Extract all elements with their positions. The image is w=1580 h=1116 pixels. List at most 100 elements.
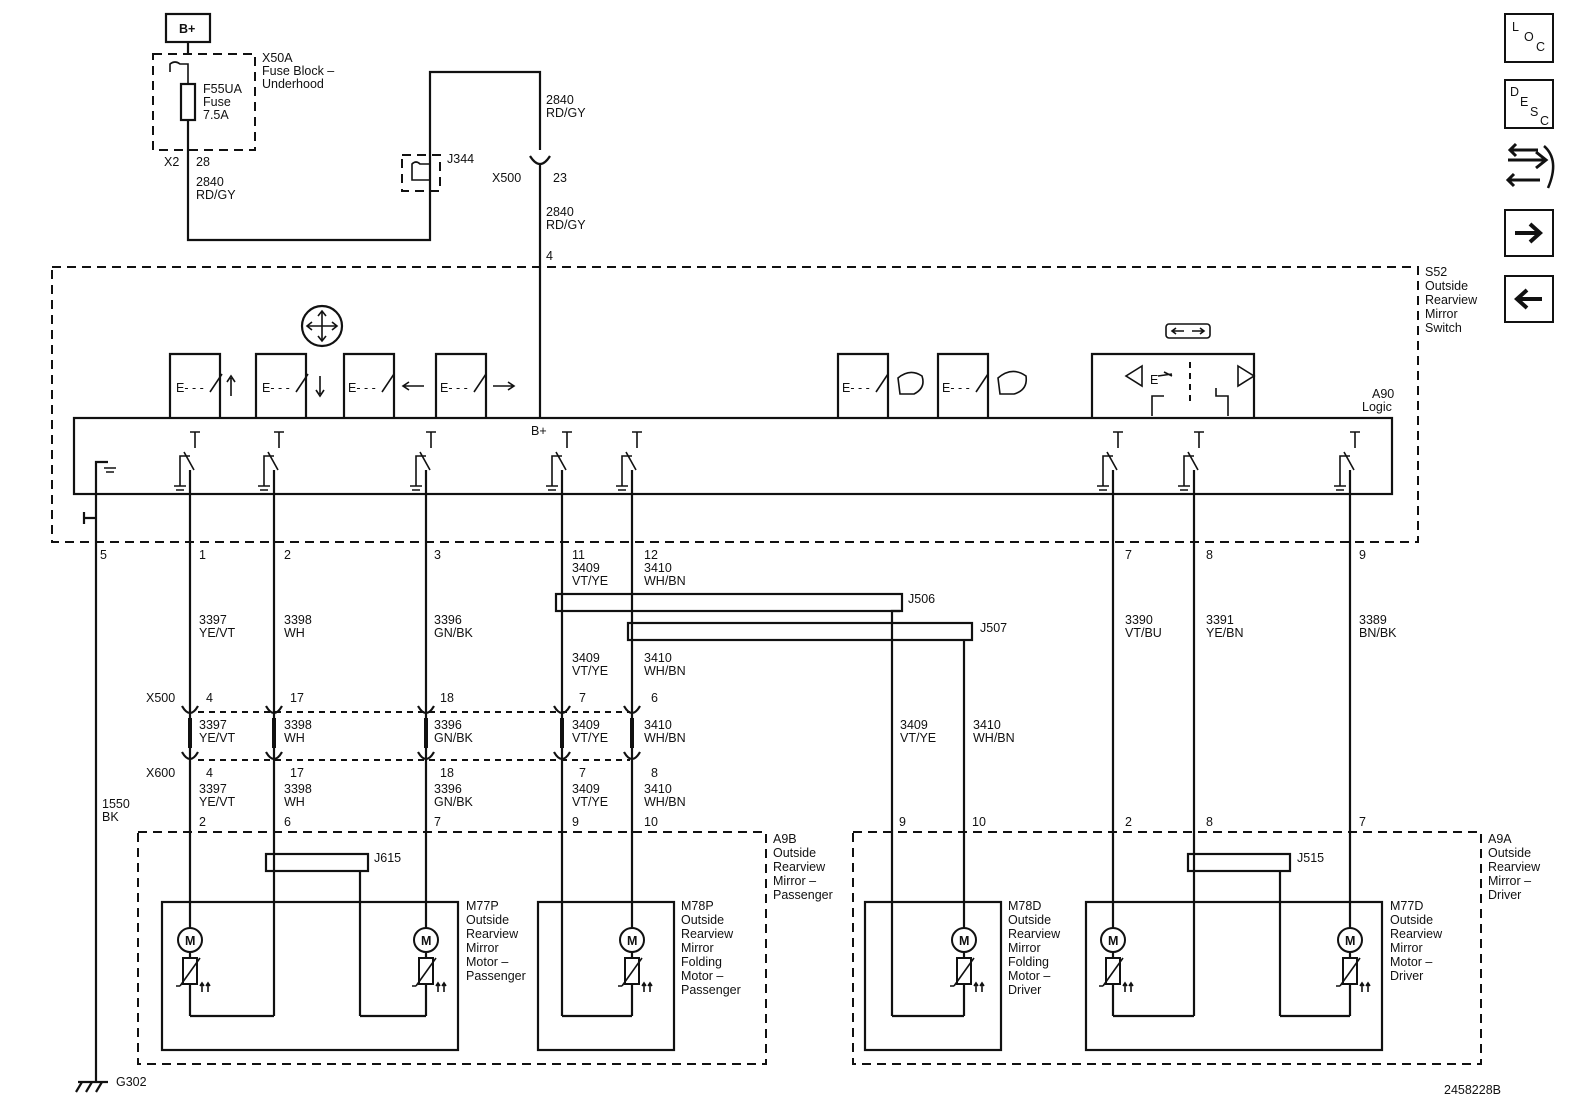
x500-pin-17: 17	[290, 691, 304, 705]
position-sensor-slash-3	[950, 957, 975, 987]
switch-pin-9: 9	[1359, 548, 1366, 562]
wire-3390-circuit: 3390	[1125, 613, 1153, 627]
wire-3391-circuit: 3391	[1206, 613, 1234, 627]
logic-contacts	[174, 431, 1360, 495]
logic-switch-arm-7	[1343, 451, 1355, 471]
switch-pin-12: 12	[644, 548, 658, 562]
fuse-rating: 7.5A	[203, 108, 229, 122]
svg-text:E- - -: E- - -	[942, 381, 970, 395]
arrow-left-icon	[1514, 288, 1542, 310]
motor-m77d-line-4: Motor –	[1390, 955, 1432, 969]
x500-wire-3398-color: WH	[284, 731, 305, 745]
location-button[interactable]: L O C	[1504, 13, 1554, 63]
logic-ground-6	[1178, 485, 1190, 495]
driver-mirror-line-2: Rearview	[1488, 860, 1541, 874]
fuse-block-outline	[152, 53, 256, 151]
x500-wire-3396-circuit: 3396	[434, 718, 462, 732]
motor-m78p-line-3: Mirror	[681, 941, 714, 955]
splice-j506	[554, 592, 904, 613]
splice-j615-label: J615	[374, 851, 401, 865]
splice-j515-label: J515	[1297, 851, 1324, 865]
fuse-connector: X2	[164, 155, 179, 169]
x500-x600-pin-3	[560, 718, 564, 748]
x500-inline-connector-icon	[529, 155, 551, 166]
battery-positive-label: B+	[179, 22, 195, 36]
logic-pullup-3	[562, 431, 572, 448]
back-button[interactable]	[1504, 275, 1554, 323]
logic-ground-4	[616, 485, 628, 495]
x500-pin-7: 7	[579, 691, 586, 705]
ground-wire-circuit: 1550	[102, 797, 130, 811]
description-button[interactable]: D E S C	[1504, 79, 1554, 129]
x500-cup-0	[181, 705, 199, 715]
logic-switch-arm-0	[183, 451, 195, 471]
logic-pullup-1	[274, 431, 284, 448]
passenger-pin-10: 10	[644, 815, 658, 829]
x500-x600-pin-0	[188, 718, 192, 748]
motor-m77p-line-2: Rearview	[466, 927, 519, 941]
desc-letter-s: S	[1530, 105, 1538, 119]
x500-connector: X500 4 17 18 7 6 3397 YE/VT 3398 WH 3396…	[146, 691, 686, 745]
x500-wire-3410-color: WH/BN	[644, 731, 686, 745]
arrow-right-icon	[1515, 222, 1543, 244]
passenger-mirror: A9B Outside Rearview Mirror – Passenger …	[137, 815, 833, 1065]
motor-m78d-line-6: Driver	[1008, 983, 1041, 997]
fold-switch-unfold: E- - -	[936, 352, 1028, 418]
fold-mid-3409-color: VT/YE	[572, 664, 608, 678]
driver-pin-10: 10	[972, 815, 986, 829]
logic-pullup-5	[1113, 431, 1123, 448]
motor-m78p-line-5: Motor –	[681, 969, 723, 983]
x500-wire-3410-circuit: 3410	[644, 718, 672, 732]
motor-m78d-line-1: Outside	[1008, 913, 1051, 927]
desc-letter-d: D	[1510, 85, 1519, 99]
logic-pullup-7	[1350, 431, 1360, 448]
arrow-right-icon	[493, 381, 516, 391]
x600-ref: X600	[146, 766, 175, 780]
switch-pin-11: 11	[572, 548, 585, 562]
splice-j344-outline	[401, 154, 441, 192]
passenger-mirror-outline	[137, 831, 767, 1065]
next-button[interactable]	[1504, 209, 1554, 257]
svg-text:E: E	[1150, 373, 1158, 387]
ground-wire: 1550 BK G302	[75, 797, 147, 1093]
logic-pullup-6	[1194, 431, 1204, 448]
x600-pin-4: 4	[206, 766, 213, 780]
x600-wire-3398-circuit: 3398	[284, 782, 312, 796]
x600-wire-3397-color: YE/VT	[199, 795, 235, 809]
passenger-pin-2: 2	[199, 815, 206, 829]
ground-g302-label: G302	[116, 1075, 147, 1089]
motor-letter-1: M	[421, 934, 431, 948]
x500-wire-3398-circuit: 3398	[284, 718, 312, 732]
motor-letter-2: M	[627, 934, 637, 948]
x500-pin-18: 18	[440, 691, 454, 705]
fold-driver-3409-circuit: 3409	[900, 718, 928, 732]
motor-m78d-line-2: Rearview	[1008, 927, 1061, 941]
fuse-block-name-1: Fuse Block –	[262, 64, 334, 78]
logic-word: Logic	[1362, 400, 1392, 414]
position-sensor-slash-4	[1099, 957, 1124, 987]
logic-switch-arm-2	[419, 451, 431, 471]
splice-j506-label: J506	[908, 592, 935, 606]
logic-ground-2	[410, 485, 422, 495]
driver-mirror-line-4: Driver	[1488, 888, 1521, 902]
position-sensor-arrows-0	[199, 981, 211, 992]
wiring-navigate-icon[interactable]	[1505, 142, 1555, 189]
fuse-block-name-2: Underhood	[262, 77, 324, 91]
desc-letter-e: E	[1520, 95, 1528, 109]
m77p-loop-right	[358, 870, 426, 1018]
logic-bplus: B+	[531, 424, 547, 438]
x500-x600-pin-2	[424, 718, 428, 748]
motor-m78p-box	[536, 900, 676, 1052]
svg-text:E- - -: E- - -	[176, 381, 204, 395]
x600-pin-8: 8	[651, 766, 658, 780]
switch-pin-5: 5	[100, 548, 107, 562]
fuse-word: Fuse	[203, 95, 231, 109]
logic-switch-arm-4	[625, 451, 637, 471]
wire-3410-circuit: 3410	[644, 561, 672, 575]
fold-switch-fold: E- - -	[836, 352, 924, 418]
x500-cup-1	[265, 705, 283, 715]
motor-m78p-line-2: Rearview	[681, 927, 734, 941]
splice-j515	[1186, 852, 1292, 873]
